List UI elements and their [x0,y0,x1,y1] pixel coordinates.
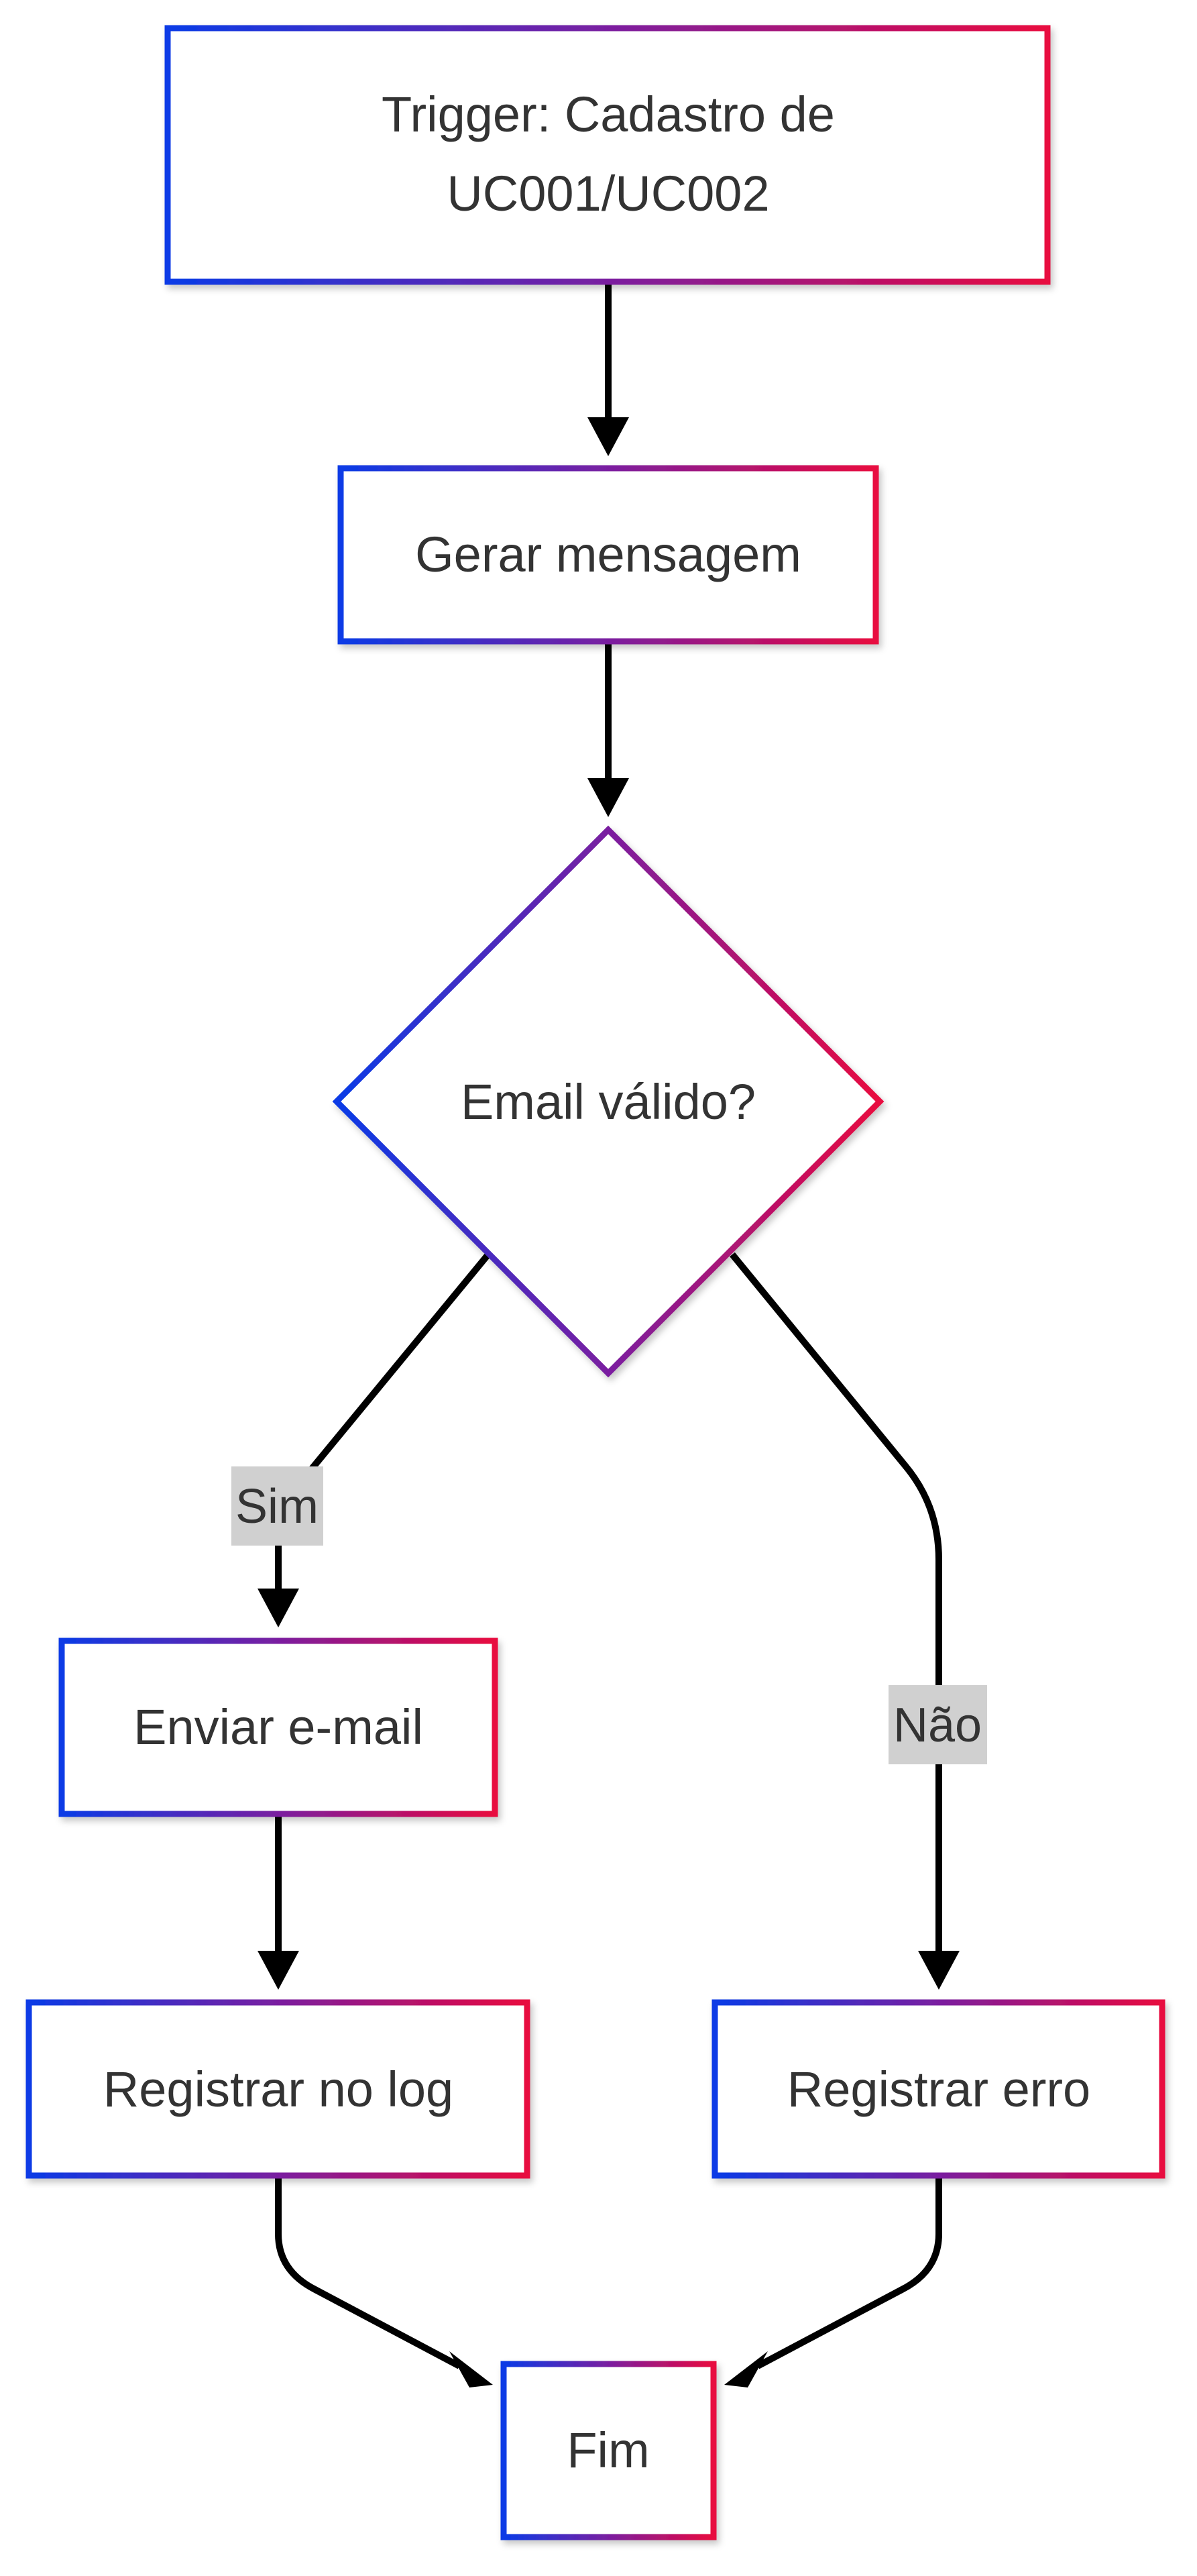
edge-log-to-fim [275,2176,461,2369]
node-fim: Fim [500,2361,717,2540]
node-trigger-box [164,25,1051,285]
edge-erro-to-fim [756,2176,942,2369]
node-decision: Email válido? [332,825,885,1378]
arrowhead-enviar [258,1589,299,1627]
node-fim-label: Fim [567,2422,649,2478]
node-registrar-log: Registrar no log [25,1999,530,2179]
node-registrar-erro-label: Registrar erro [787,2061,1090,2117]
edge-label-sim: Sim [231,1466,323,1546]
node-registrar-log-label: Registrar no log [103,2061,453,2117]
arrowhead-log [258,1951,299,1990]
arrowhead-gerar [587,417,629,456]
edge-label-nao-bg [889,1685,987,1764]
node-registrar-erro: Registrar erro [711,1999,1165,2179]
node-gerar-mensagem: Gerar mensagem [337,465,879,645]
node-enviar-email: Enviar e-mail [58,1638,498,1817]
node-decision-label: Email válido? [461,1074,756,1130]
node-trigger-line2: UC001/UC002 [447,166,769,221]
edge-decision-to-erro [730,1252,942,1951]
node-decision-diamond [332,825,885,1378]
node-gerar-mensagem-label: Gerar mensagem [415,527,801,582]
edge-label-sim-bg [231,1466,323,1546]
node-enviar-email-label: Enviar e-mail [133,1699,423,1755]
node-gerar-mensagem-box [337,465,879,645]
edge-label-sim-text: Sim [235,1480,319,1534]
arrowhead-fim-left [449,2351,493,2387]
node-registrar-log-box [25,1999,530,2179]
node-trigger-line1: Trigger: Cadastro de [382,87,835,142]
arrowhead-fim-right [724,2351,768,2387]
arrowhead-decision [587,778,629,817]
node-trigger: Trigger: Cadastro de UC001/UC002 [164,25,1051,285]
edge-label-nao-text: Não [893,1699,982,1752]
node-fim-box [500,2361,717,2540]
node-registrar-erro-box [711,1999,1165,2179]
arrowhead-erro [918,1951,960,1990]
edge-label-nao: Não [889,1685,987,1764]
node-enviar-email-box [58,1638,498,1817]
